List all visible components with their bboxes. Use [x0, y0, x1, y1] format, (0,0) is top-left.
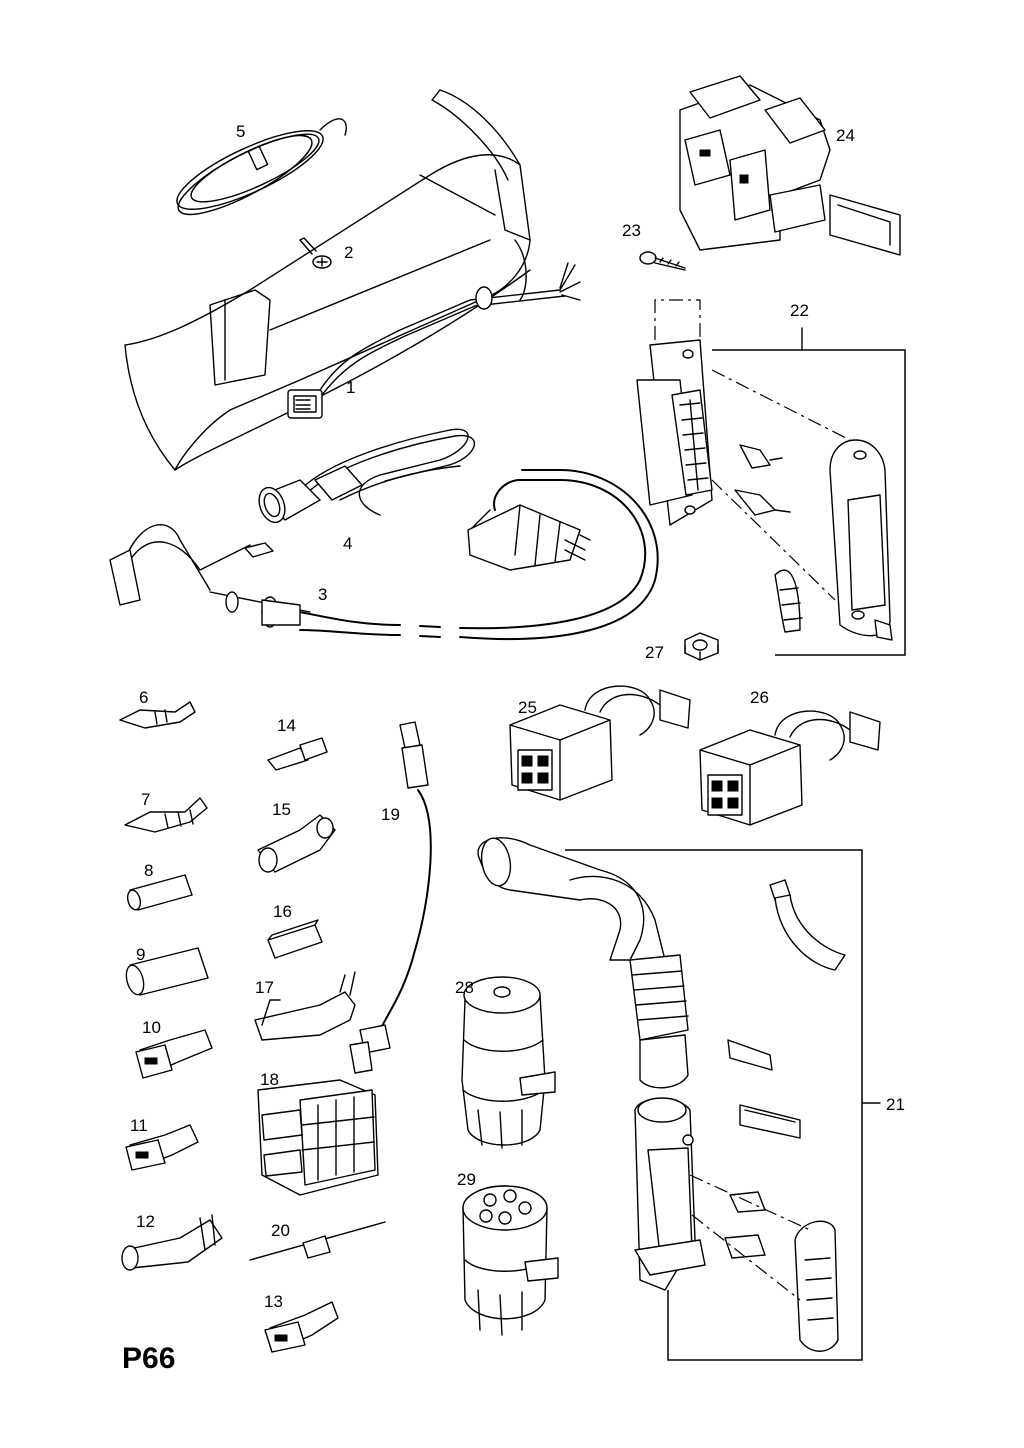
callout-3: 3	[318, 585, 327, 604]
part-terminal-17	[254, 971, 356, 1041]
part-terminal-7	[124, 797, 208, 833]
part-diode-20	[249, 1221, 386, 1261]
callout-6: 6	[139, 688, 148, 707]
callout-29: 29	[457, 1170, 476, 1189]
callout-22: 22	[790, 301, 809, 320]
callout-27: 27	[645, 643, 664, 662]
part-sleeve-8	[126, 874, 193, 911]
part-insulated-terminal-10	[135, 1029, 213, 1079]
part-harness-plug	[467, 504, 591, 571]
part-terminal-12	[121, 1214, 223, 1271]
part-self-tapping-screw	[639, 251, 686, 271]
part-connector-block-18	[257, 1079, 379, 1196]
part-terminal-15	[257, 814, 336, 873]
callout-11: 11	[130, 1116, 148, 1135]
callout-20: 20	[271, 1221, 290, 1240]
part-terminal-14	[267, 737, 328, 771]
car-rear-body	[124, 89, 531, 471]
part-insulated-terminal-13	[264, 1301, 339, 1353]
callout-23: 23	[622, 221, 641, 240]
callout-labels: 1 2 3 4 5 6 7 8 9 10 11 12 13 14 15 16 1…	[130, 122, 905, 1311]
callout-4: 4	[343, 534, 352, 553]
part-terminal-6	[119, 701, 196, 729]
callout-17: 17	[255, 978, 274, 997]
part-sleeve-9	[125, 947, 209, 996]
part-socket-26	[699, 710, 881, 826]
part-fuse-block	[679, 75, 901, 256]
callout-24: 24	[836, 126, 855, 145]
part-multi-connector	[636, 299, 906, 656]
part-trailer-socket-28	[461, 976, 556, 1149]
callout-14: 14	[277, 716, 296, 735]
callout-1: 1	[346, 378, 355, 397]
part-screw	[299, 237, 332, 269]
callout-9: 9	[136, 945, 145, 964]
callout-15: 15	[272, 800, 291, 819]
part-cable-boot-assembly	[477, 837, 881, 1361]
callout-26: 26	[750, 688, 769, 707]
callout-18: 18	[260, 1070, 279, 1089]
part-insulated-terminal-11	[125, 1124, 199, 1171]
part-inline-lead-19	[349, 721, 432, 1074]
callout-21: 21	[886, 1095, 905, 1114]
part-trailer-socket-29	[462, 1185, 559, 1336]
callout-8: 8	[144, 861, 153, 880]
callout-5: 5	[236, 122, 245, 141]
part-cable-coil	[176, 118, 347, 216]
part-rear-harness	[287, 262, 581, 419]
callout-10: 10	[142, 1018, 161, 1037]
callout-2: 2	[344, 243, 353, 262]
part-socket-25	[509, 685, 691, 801]
callout-28: 28	[455, 978, 474, 997]
page-id-label: P66	[122, 1342, 175, 1375]
callout-16: 16	[273, 902, 292, 921]
part-connector-16	[267, 919, 323, 959]
callout-19: 19	[381, 805, 400, 824]
part-connector-harness	[258, 428, 476, 524]
callout-13: 13	[264, 1292, 283, 1311]
callout-7: 7	[141, 790, 150, 809]
callout-25: 25	[518, 698, 537, 717]
part-nut	[684, 632, 719, 661]
callout-12: 12	[136, 1212, 155, 1231]
